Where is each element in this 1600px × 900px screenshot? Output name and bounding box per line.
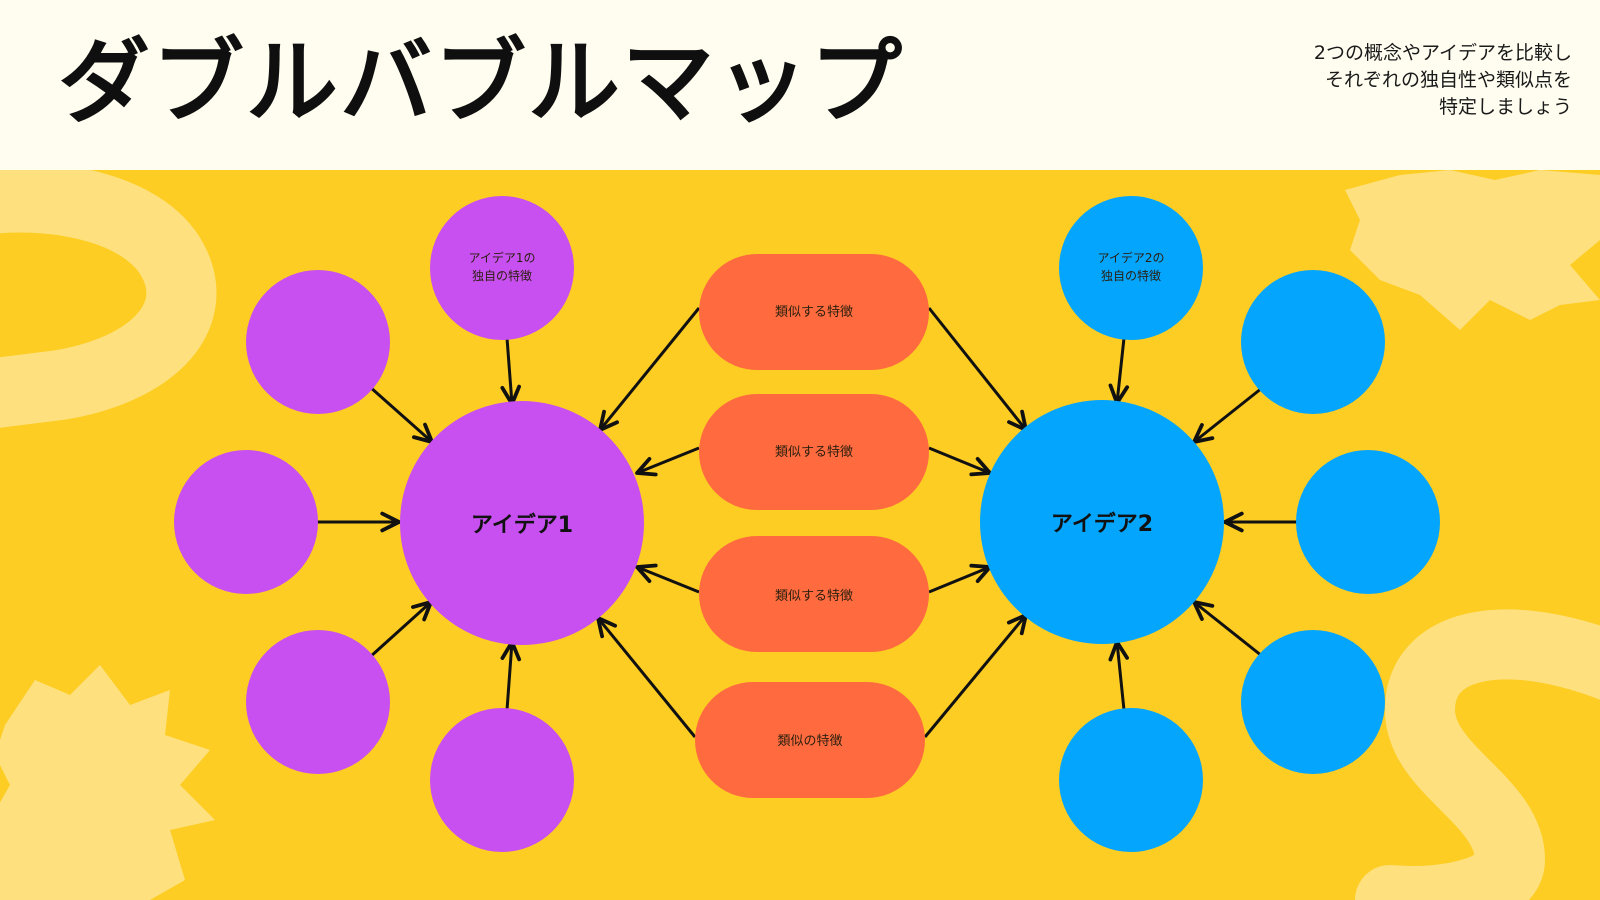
arrow-sim3-to-idea1: [635, 563, 700, 594]
page-subtitle: 2つの概念やアイデアを比較し それぞれの独自性や類似点を 特定しましょう: [1152, 40, 1572, 121]
diagram-canvas: アイデア1の 独自の特徴 アイデア2の 独自の特徴 アイデア1 アイデア2 類: [0, 170, 1600, 900]
arrow-idea1-unique-top: [500, 337, 521, 406]
similarity-pill-4[interactable]: 類似の特徴: [695, 682, 925, 798]
idea2-label: アイデア2: [1051, 511, 1153, 537]
similarity-pill-3-shape[interactable]: [699, 536, 929, 652]
idea2-unique-bubbles: アイデア2の 独自の特徴: [1059, 196, 1440, 852]
idea1-unique-bubble-bottom[interactable]: [430, 708, 574, 852]
idea1-unique-bubble-left[interactable]: [174, 450, 318, 594]
header: ダブルバブルマップ 2つの概念やアイデアを比較し それぞれの独自性や類似点を 特…: [0, 0, 1600, 170]
arrow-sim4-to-idea2: [923, 613, 1028, 738]
idea2-unique-bubble-top[interactable]: [1059, 196, 1203, 340]
idea2-unique-bubble-upper-right[interactable]: [1241, 270, 1385, 414]
arrow-idea1-unique-bottom: [500, 640, 522, 711]
similarity-pill-3[interactable]: 類似する特徴: [699, 536, 929, 652]
arrow-idea1-unique-lower-left: [368, 600, 433, 659]
arrow-idea2-unique-top: [1108, 337, 1130, 405]
arrow-sim2-to-idea2: [928, 446, 992, 477]
decoration-starburst-bottom-left: [0, 665, 215, 900]
similarity-pill-1[interactable]: 類似する特徴: [699, 254, 929, 370]
idea1-unique-bubbles: アイデア1の 独自の特徴: [174, 196, 574, 852]
decoration-squiggle-bottom-right: [1355, 609, 1600, 900]
idea1-unique-label-line-2: 独自の特徴: [472, 268, 532, 283]
idea2-unique-bubble-bottom[interactable]: [1059, 708, 1203, 852]
similarity-pills: 類似する特徴 類似する特徴 類似する特徴 類似の特徴: [695, 254, 929, 798]
arrow-sim1-to-idea2: [927, 307, 1028, 432]
idea1-unique-bubble-lower-left[interactable]: [246, 630, 390, 774]
similarity-pill-2-label: 類似する特徴: [775, 445, 853, 460]
decoration-starburst-top-right: [1345, 170, 1600, 330]
idea1-unique-bubble-top[interactable]: [430, 196, 574, 340]
idea2-unique-label-line-2: 独自の特徴: [1101, 268, 1161, 283]
idea1-unique-label-line-1: アイデア1の: [468, 250, 535, 265]
similarity-pill-1-shape[interactable]: [699, 254, 929, 370]
similarity-pill-4-label: 類似の特徴: [777, 734, 842, 749]
idea1-node[interactable]: アイデア1: [400, 401, 644, 645]
arrow-sim2-to-idea1: [635, 446, 700, 477]
similarity-pill-4-shape[interactable]: [695, 682, 925, 798]
similarity-pill-1-label: 類似する特徴: [775, 305, 853, 320]
subtitle-line-3: 特定しましょう: [1438, 96, 1572, 118]
idea1-unique-bubble-upper-left[interactable]: [246, 270, 390, 414]
arrow-idea2-unique-upper-right: [1192, 386, 1263, 444]
similarity-pill-3-label: 類似する特徴: [775, 589, 853, 604]
arrow-sim1-to-idea1: [598, 307, 701, 432]
page-title: ダブルバブルマップ: [58, 29, 905, 136]
double-bubble-map: アイデア1の 独自の特徴 アイデア2の 独自の特徴 アイデア1 アイデア2 類: [0, 170, 1600, 900]
connector-arrows: [317, 307, 1297, 738]
idea2-unique-bubble-right[interactable]: [1296, 450, 1440, 594]
decoration-squiggle-top-left: [0, 170, 217, 428]
arrow-sim3-to-idea2: [928, 563, 992, 594]
idea2-unique-bubble-lower-right[interactable]: [1241, 630, 1385, 774]
idea1-label: アイデア1: [471, 512, 573, 538]
idea2-bubble[interactable]: [980, 400, 1224, 644]
arrow-idea2-unique-lower-right: [1192, 600, 1263, 658]
arrow-sim4-to-idea1: [596, 616, 697, 738]
arrow-idea2-unique-bottom: [1108, 640, 1129, 711]
similarity-pill-2[interactable]: 類似する特徴: [699, 394, 929, 510]
similarity-pill-2-shape[interactable]: [699, 394, 929, 510]
subtitle-line-2: それぞれの独自性や類似点を: [1324, 69, 1572, 91]
idea2-unique-label-line-1: アイデア2の: [1097, 250, 1164, 265]
arrow-idea1-unique-upper-left: [369, 385, 434, 444]
idea2-node[interactable]: アイデア2: [980, 400, 1224, 644]
subtitle-line-1: 2つの概念やアイデアを比較し: [1313, 42, 1572, 64]
idea1-bubble[interactable]: [400, 401, 644, 645]
